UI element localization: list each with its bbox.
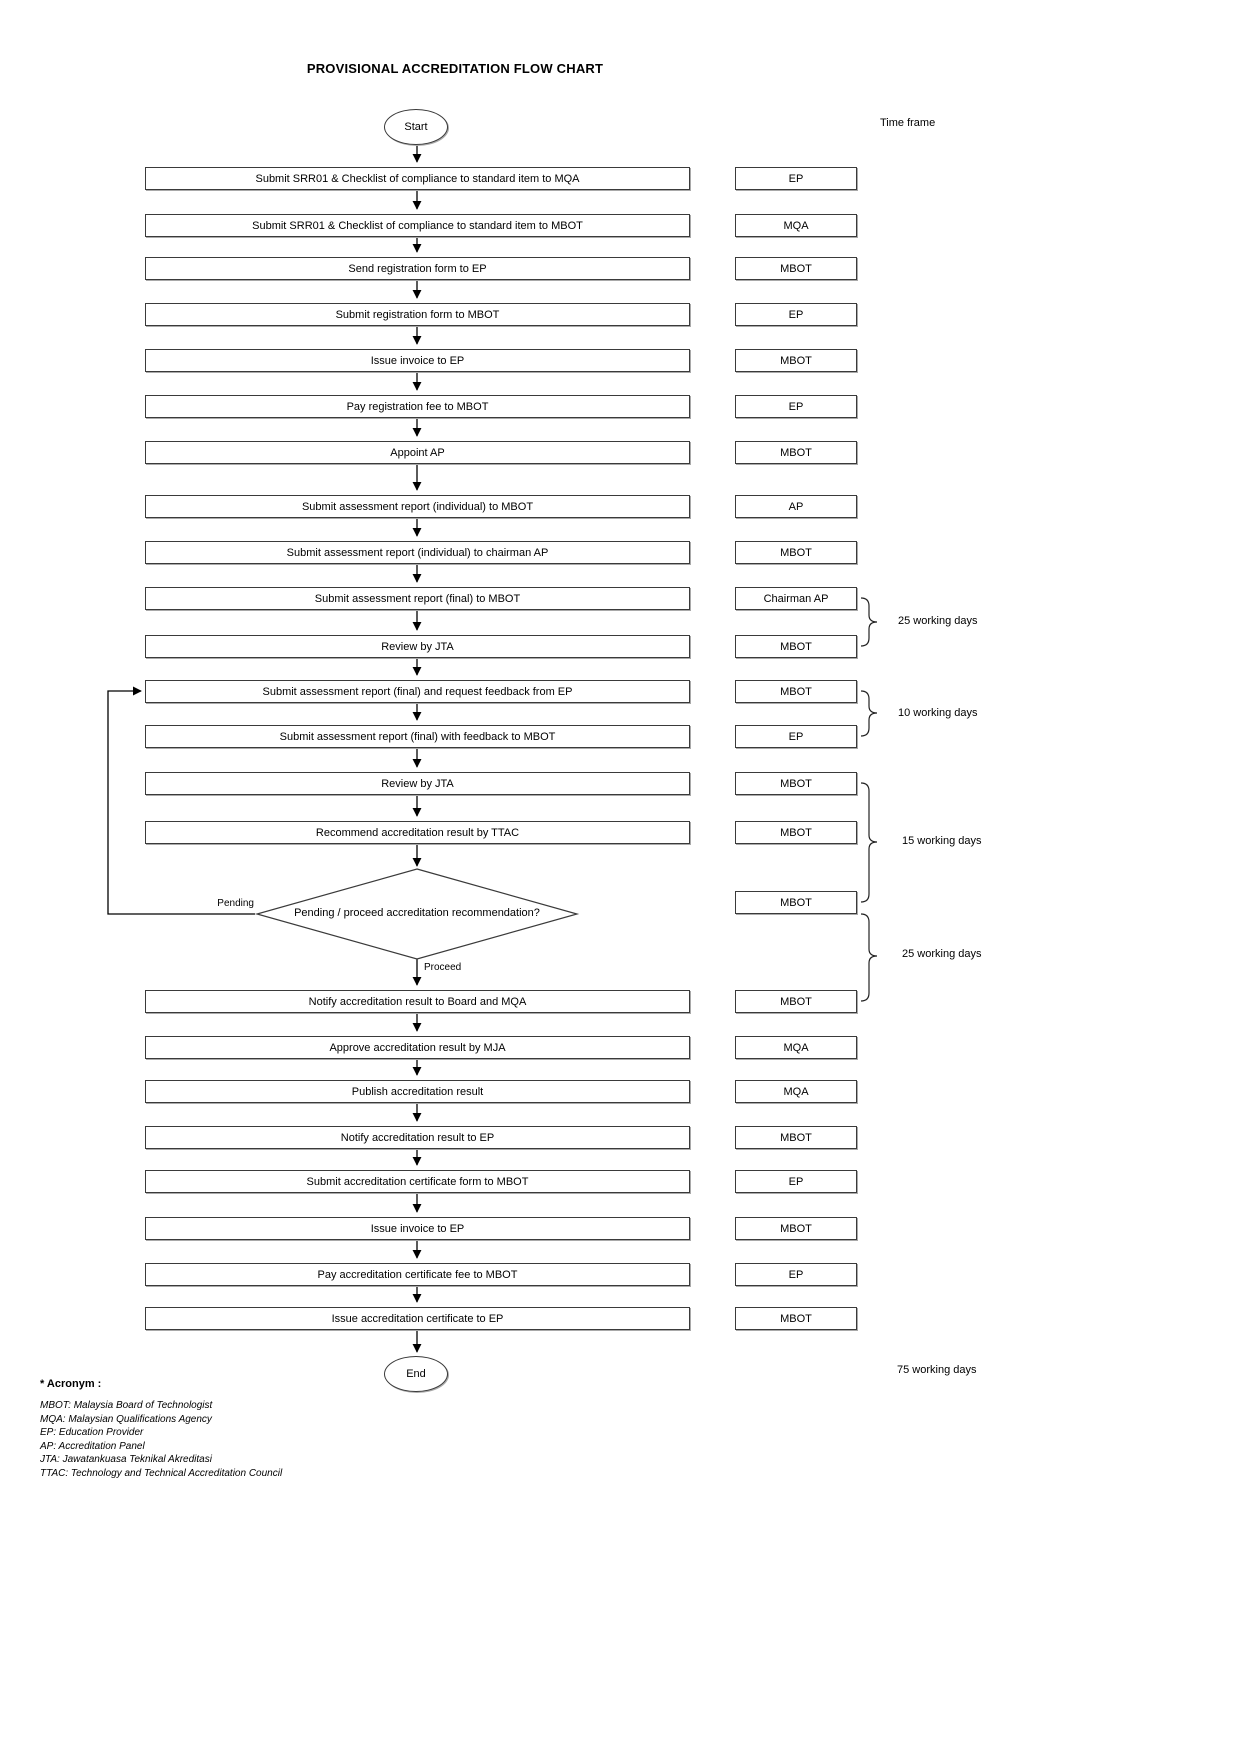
actor-box: MBOT [735, 541, 857, 564]
process-step-box: Review by JTA [145, 635, 690, 658]
timeframe-bracket-2 [860, 690, 878, 737]
process-step-box: Submit registration form to MBOT [145, 303, 690, 326]
actor-box: MBOT [735, 891, 857, 914]
legend-item: TTAC: Technology and Technical Accredita… [40, 1467, 283, 1479]
page-title: PROVISIONAL ACCREDITATION FLOW CHART [306, 61, 604, 76]
process-step-box: Appoint AP [145, 441, 690, 464]
actor-box: MBOT [735, 821, 857, 844]
actor-box: EP [735, 1263, 857, 1286]
start-terminator: Start [384, 109, 448, 145]
timeframe-label-1: 25 working days [898, 615, 978, 627]
legend-item: EP: Education Provider [40, 1427, 144, 1439]
actor-box: MQA [735, 1080, 857, 1103]
actor-box: EP [735, 395, 857, 418]
process-step-box: Pay accreditation certificate fee to MBO… [145, 1263, 690, 1286]
process-step-box: Submit assessment report (final) to MBOT [145, 587, 690, 610]
actor-box: MBOT [735, 1307, 857, 1330]
process-step-box: Submit assessment report (final) with fe… [145, 725, 690, 748]
timeframe-label-total: 75 working days [897, 1364, 977, 1376]
process-step-box: Submit assessment report (individual) to… [145, 541, 690, 564]
actor-box: EP [735, 167, 857, 190]
legend-item: MBOT: Malaysia Board of Technologist [40, 1400, 213, 1411]
actor-box: MBOT [735, 1217, 857, 1240]
timeframe-label-4: 25 working days [902, 948, 982, 960]
actor-box: MBOT [735, 990, 857, 1013]
actor-box: MBOT [735, 441, 857, 464]
legend-item: AP: Accreditation Panel [40, 1440, 145, 1452]
actor-box: MBOT [735, 257, 857, 280]
legend-item: MQA: Malaysian Qualifications Agency [40, 1413, 212, 1425]
timeframe-bracket-1 [860, 597, 878, 647]
process-step-box: Submit SRR01 & Checklist of compliance t… [145, 167, 690, 190]
process-step-box: Publish accreditation result [145, 1080, 690, 1103]
actor-box: MQA [735, 214, 857, 237]
process-step-box: Submit assessment report (final) and req… [145, 680, 690, 703]
actor-box: MBOT [735, 635, 857, 658]
legend-header: * Acronym : [40, 1378, 102, 1390]
actor-box: EP [735, 303, 857, 326]
actor-box: AP [735, 495, 857, 518]
actor-box: MBOT [735, 680, 857, 703]
timeframe-bracket-4 [860, 913, 878, 1002]
process-step-box: Recommend accreditation result by TTAC [145, 821, 690, 844]
timeframe-bracket-3 [860, 782, 878, 903]
process-step-box: Pay registration fee to MBOT [145, 395, 690, 418]
legend-item: JTA: Jawatankuasa Teknikal Akreditasi [40, 1454, 212, 1466]
process-step-box: Notify accreditation result to Board and… [145, 990, 690, 1013]
timeframe-label-3: 15 working days [902, 835, 982, 847]
pending-branch-label: Pending [217, 898, 254, 909]
acronym-legend: MBOT: Malaysia Board of Technologist MQA… [40, 1399, 282, 1481]
actor-box: MBOT [735, 1126, 857, 1149]
end-terminator: End [384, 1356, 448, 1392]
process-step-box: Issue invoice to EP [145, 1217, 690, 1240]
actor-box: MBOT [735, 772, 857, 795]
process-step-box: Send registration form to EP [145, 257, 690, 280]
timeframe-label-2: 10 working days [898, 707, 978, 719]
actor-box: EP [735, 725, 857, 748]
process-step-box: Approve accreditation result by MJA [145, 1036, 690, 1059]
actor-box: Chairman AP [735, 587, 857, 610]
decision-question: Pending / proceed accreditation recommen… [294, 907, 540, 919]
timeframe-header: Time frame [880, 117, 936, 129]
process-step-box: Submit assessment report (individual) to… [145, 495, 690, 518]
actor-box: MBOT [735, 349, 857, 372]
process-step-box: Submit accreditation certificate form to… [145, 1170, 690, 1193]
proceed-branch-label: Proceed [424, 962, 462, 973]
process-step-box: Review by JTA [145, 772, 690, 795]
process-step-box: Issue accreditation certificate to EP [145, 1307, 690, 1330]
actor-box: EP [735, 1170, 857, 1193]
process-step-box: Submit SRR01 & Checklist of compliance t… [145, 214, 690, 237]
process-step-box: Notify accreditation result to EP [145, 1126, 690, 1149]
actor-box: MQA [735, 1036, 857, 1059]
process-step-box: Issue invoice to EP [145, 349, 690, 372]
